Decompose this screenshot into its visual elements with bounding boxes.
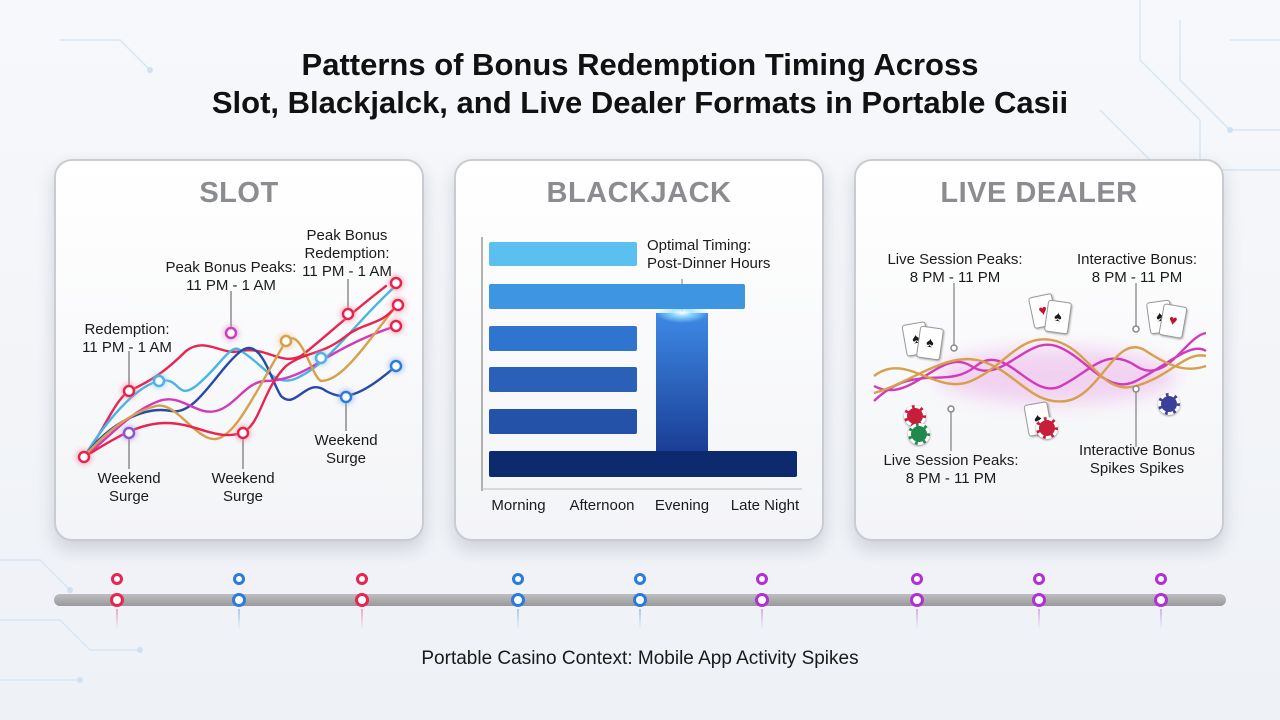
slot-series-gold — [82, 304, 398, 459]
slot-point — [224, 326, 238, 340]
live-anchor-point — [950, 344, 958, 352]
timeline-marker-reflection — [1160, 609, 1162, 629]
casino-chip-icon — [1036, 417, 1058, 439]
slot-label-peak-bonus-redemption: Peak Bonus Redemption: 11 PM - 1 AM — [302, 227, 392, 280]
slot-series-crimson — [82, 304, 398, 459]
live-wave-magenta — [873, 343, 1207, 392]
blackjack-bar — [489, 409, 637, 434]
live-dealer-wave-chart — [873, 283, 1207, 451]
casino-chip-icon — [1158, 393, 1180, 415]
live-dealer-panel: LIVE DEALER ♠ ♠ ♥ ♠ ♠ ♥ ♠ — [854, 159, 1224, 541]
slot-point — [152, 374, 166, 388]
timeline-marker-top — [1033, 573, 1045, 585]
timeline-marker-reflection — [1038, 609, 1040, 629]
live-wave-gold — [873, 346, 1207, 403]
blackjack-x-label: Afternoon — [569, 497, 635, 514]
live-label-session-peaks-top: Live Session Peaks: 8 PM - 11 PM — [887, 251, 1023, 286]
playing-card-icon: ♠ — [915, 325, 945, 361]
timeline-marker-top — [512, 573, 524, 585]
blackjack-x-label: Late Night — [730, 497, 800, 514]
timeline-marker-reflection — [916, 609, 918, 629]
slot-point — [339, 390, 353, 404]
timeline-marker — [910, 593, 924, 607]
slot-point — [314, 351, 328, 365]
timeline-marker — [355, 593, 369, 607]
blackjack-annotation: Optimal Timing: Post-Dinner Hours — [647, 237, 771, 272]
timeline-marker — [1032, 593, 1046, 607]
blackjack-x-label: Evening — [654, 497, 710, 514]
blackjack-bar — [489, 367, 637, 392]
slot-label-weekend-surge: Weekend Surge — [97, 470, 161, 505]
slot-series-magenta — [82, 324, 398, 459]
timeline-marker-top — [233, 573, 245, 585]
timeline-marker-reflection — [116, 609, 118, 629]
slot-point — [122, 426, 136, 440]
timeline-marker-reflection — [238, 609, 240, 629]
slot-point — [389, 319, 403, 333]
slot-point — [389, 276, 403, 290]
slot-label-redemption: Redemption: 11 PM - 1 AM — [82, 321, 172, 356]
timeline-marker — [110, 593, 124, 607]
blackjack-bar — [489, 326, 637, 351]
blackjack-highlight-column — [656, 313, 708, 453]
live-anchor-point — [1132, 325, 1140, 333]
slot-point — [122, 384, 136, 398]
slot-point — [389, 359, 403, 373]
live-label-interactive-bonus-bottom: Interactive Bonus Spikes Spikes — [1079, 442, 1195, 477]
live-anchor-point — [947, 405, 955, 413]
timeline-marker-reflection — [361, 609, 363, 629]
blackjack-axes — [481, 237, 802, 491]
blackjack-bar — [489, 284, 745, 309]
live-wave-gold — [873, 338, 1207, 389]
timeline-marker-top — [634, 573, 646, 585]
live-label-interactive-bonus-top: Interactive Bonus: 8 PM - 11 PM — [1076, 251, 1198, 286]
timeline-marker-top — [1155, 573, 1167, 585]
slot-panel: SLOT — [54, 159, 424, 541]
live-anchor-point — [1132, 385, 1140, 393]
timeline-marker — [633, 593, 647, 607]
timeline-marker-top — [111, 573, 123, 585]
title-line-2: Slot, Blackjalck, and Live Dealer Format… — [211, 85, 1069, 120]
slot-label-peak-bonus-peaks: Peak Bonus Peaks: 11 PM - 1 AM — [165, 259, 297, 294]
timeline-marker — [511, 593, 525, 607]
caption: Portable Casino Context: Mobile App Acti… — [421, 648, 859, 669]
live-dealer-panel-title: LIVE DEALER — [940, 177, 1138, 209]
timeline-marker — [1154, 593, 1168, 607]
slot-label-weekend-surge: Weekend Surge — [211, 470, 275, 505]
timeline-marker-reflection — [639, 609, 641, 629]
slot-point — [236, 426, 250, 440]
timeline-marker-top — [356, 573, 368, 585]
blackjack-bar — [489, 451, 797, 477]
slot-point — [77, 450, 91, 464]
slot-series-navy — [82, 347, 398, 459]
page-title: Patterns of Bonus Redemption Timing Acro… — [0, 46, 1280, 122]
slot-point — [391, 298, 405, 312]
slot-panel-title: SLOT — [199, 177, 279, 209]
timeline-marker-top — [756, 573, 768, 585]
slot-label-weekend-surge: Weekend Surge — [314, 432, 378, 467]
slot-point — [279, 334, 293, 348]
playing-card-icon: ♠ — [1043, 299, 1073, 335]
timeline-marker-top — [911, 573, 923, 585]
title-line-1: Patterns of Bonus Redemption Timing Acro… — [301, 47, 979, 82]
blackjack-panel: BLACKJACK Optimal Timing: Post-Dinner Ho… — [454, 159, 824, 541]
blackjack-bar — [489, 242, 637, 266]
timeline-marker — [755, 593, 769, 607]
blackjack-panel-title: BLACKJACK — [546, 177, 732, 209]
slot-line-chart — [77, 276, 405, 469]
slot-point — [341, 307, 355, 321]
timeline-marker-reflection — [761, 609, 763, 629]
timeline-marker — [232, 593, 246, 607]
timeline-marker-reflection — [517, 609, 519, 629]
blackjack-x-label: Morning — [491, 497, 546, 514]
casino-chip-icon — [908, 423, 930, 445]
live-label-session-peaks-bottom: Live Session Peaks: 8 PM - 11 PM — [883, 452, 1019, 487]
slot-series-red — [82, 284, 388, 459]
